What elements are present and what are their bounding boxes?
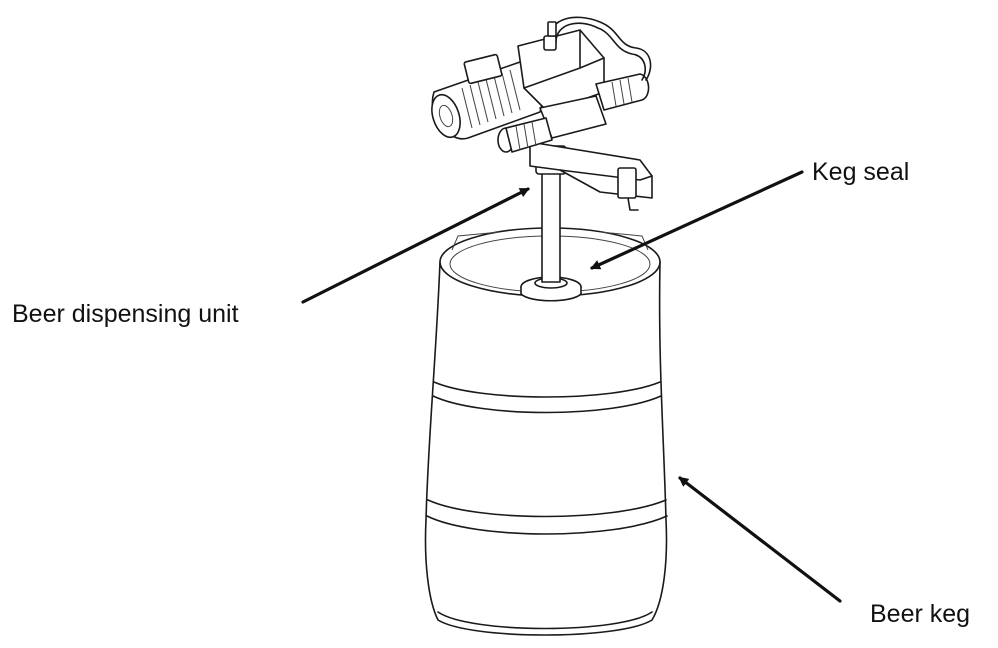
dispensing-unit-label: Beer dispensing unit (12, 300, 239, 328)
keg-seal-collar (520, 287, 582, 302)
spear-tube (541, 169, 561, 283)
keg-upper-rib (433, 381, 661, 398)
beer-keg-label: Beer keg (870, 600, 971, 628)
beer-keg-illustration (424, 227, 668, 636)
motor-fins (461, 69, 521, 129)
hose-loop (549, 16, 652, 81)
keg-lower-rib-lower (426, 515, 668, 535)
terminal-box (463, 53, 503, 85)
keg-seal-label: Keg seal (812, 158, 910, 186)
bracket-foot (627, 197, 639, 211)
keg-handle-left (451, 231, 501, 251)
dispensing-unit-illustration (431, 16, 653, 283)
keg-body (424, 261, 668, 636)
keg-bottom-rim (437, 611, 653, 630)
beer-keg-arrow (678, 476, 842, 603)
bracket-arm-edge (559, 169, 653, 181)
inlet-fitting (505, 117, 553, 153)
dispensing-unit-arrow (301, 187, 530, 304)
fitting-threads (515, 121, 537, 151)
keg-upper-rib-lower (432, 395, 662, 414)
bracket-clip (617, 167, 637, 199)
keg-handle-right (599, 231, 649, 251)
motor-end-cap-inner (438, 104, 454, 128)
coupling-threads (611, 77, 633, 107)
hose-loop-outer (555, 22, 646, 81)
pump-block-edge (523, 29, 605, 89)
keg-seal-arrow (590, 170, 804, 270)
hose-connector (543, 35, 557, 51)
motor-end-cap (431, 93, 461, 139)
top-sensor (547, 21, 557, 37)
keg-lower-rib (427, 499, 667, 518)
